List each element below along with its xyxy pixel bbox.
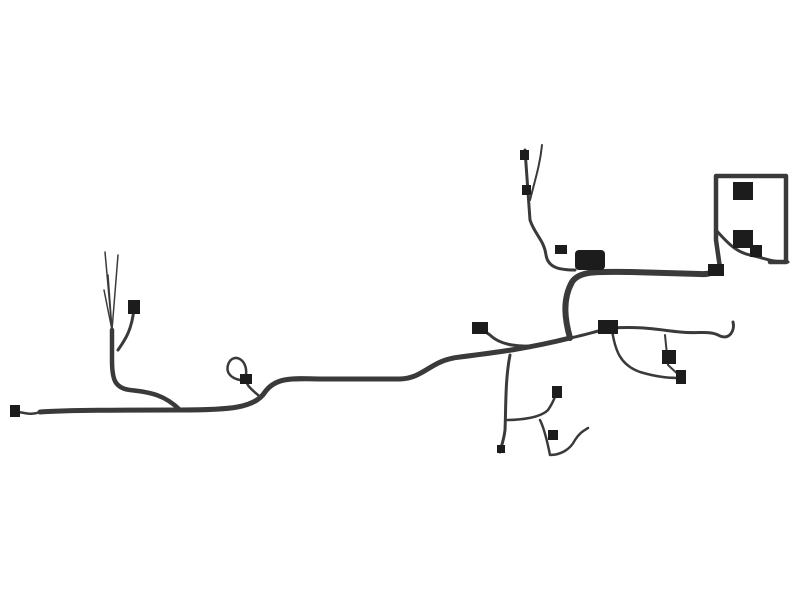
connector-left-branch <box>128 300 140 314</box>
connector-mid-left <box>472 322 488 334</box>
down-branch <box>498 353 512 454</box>
connector-down-end <box>497 445 505 453</box>
left-branch-fan-3 <box>103 289 113 331</box>
left-branch <box>109 327 183 413</box>
down-branch-2 <box>504 388 560 422</box>
connector-mid-right <box>598 320 618 334</box>
connector-top-1 <box>520 150 529 160</box>
left-secondary-lead <box>478 326 542 348</box>
left-branch-fan-4 <box>107 274 113 331</box>
connector-right-end <box>750 245 762 257</box>
loop-branch <box>226 356 260 397</box>
connector-loop <box>240 374 252 384</box>
connector-down-2 <box>548 430 558 440</box>
connector-right-joint <box>708 264 724 276</box>
connector-box-upper <box>733 182 753 200</box>
top-left-lead-2 <box>529 144 543 201</box>
left-branch-connector-lead <box>116 306 136 352</box>
connector-right-lower <box>676 370 686 384</box>
left-branch-fan-2 <box>111 254 119 331</box>
right-mid-branch <box>568 320 735 340</box>
connector-top-3 <box>555 245 567 254</box>
connector-cluster <box>575 250 605 270</box>
right-mid-branch-2 <box>610 328 684 380</box>
connector-left-end <box>10 405 20 417</box>
connector-top-2 <box>522 185 531 195</box>
connector-down-1 <box>552 386 562 398</box>
main-trunk <box>37 335 573 415</box>
down-branch-3 <box>538 418 590 457</box>
top-left-lead <box>523 148 577 272</box>
connector-right-cluster <box>662 350 676 364</box>
connector-box-lower <box>733 230 753 248</box>
